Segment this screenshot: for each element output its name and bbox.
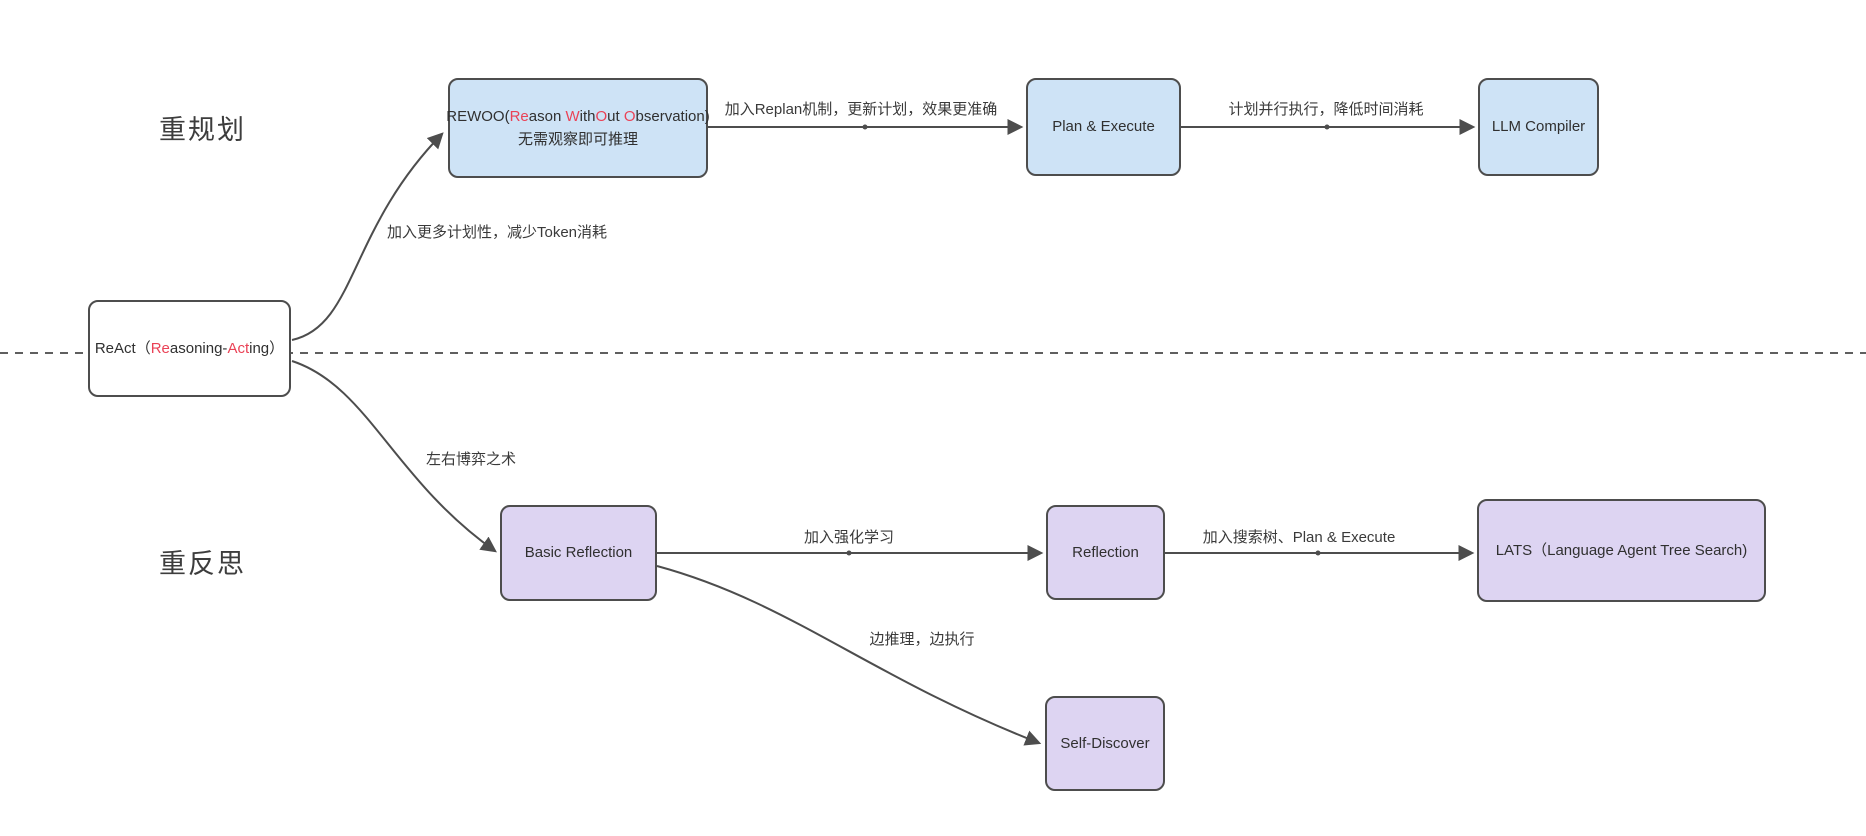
section-label-replanning: 重规划 [159, 115, 246, 145]
node-lats[interactable]: LATS（Language Agent Tree Search) [1477, 499, 1766, 602]
node-llm-compiler-label: LLM Compiler [1491, 118, 1586, 136]
node-basic-reflection[interactable]: Basic Reflection [500, 505, 657, 601]
edge-midpoint-dot [1324, 124, 1330, 130]
edge-label-basic-to-self-discover: 边推理，边执行 [869, 631, 975, 648]
node-plan-execute[interactable]: Plan & Execute [1026, 78, 1181, 176]
node-reflection[interactable]: Reflection [1046, 505, 1165, 600]
edge-midpoint-dot [1315, 550, 1321, 556]
node-rewoo[interactable]: REWOO(Reason WithOut Observation) 无需观察即可… [446, 78, 710, 178]
edge-react-to-rewoo [291, 132, 444, 341]
node-llm-compiler[interactable]: LLM Compiler [1478, 78, 1599, 176]
node-plan-execute-label: Plan & Execute [1052, 118, 1155, 136]
node-rewoo-line1: REWOO(Reason WithOut Observation) [446, 107, 710, 125]
node-self-discover[interactable]: Self-Discover [1045, 696, 1165, 791]
node-react-label: ReAct（Reasoning-Acting） [94, 339, 285, 357]
section-label-rereflection: 重反思 [159, 549, 246, 579]
node-basic-reflection-label: Basic Reflection [524, 544, 633, 562]
edge-label-plan-to-compiler: 计划并行执行，降低时间消耗 [1228, 101, 1424, 118]
edge-label-reflection-to-lats: 加入搜索树、Plan & Execute [1202, 529, 1396, 546]
edge-label-basic-to-reflection: 加入强化学习 [803, 529, 895, 546]
node-self-discover-label: Self-Discover [1060, 734, 1150, 752]
node-react[interactable]: ReAct（Reasoning-Acting） [88, 300, 291, 397]
edge-midpoint-dot [846, 550, 852, 556]
edge-label-react-to-rewoo: 加入更多计划性，减少Token消耗 [386, 224, 608, 241]
node-lats-label: LATS（Language Agent Tree Search) [1495, 541, 1748, 559]
node-reflection-label: Reflection [1072, 543, 1139, 561]
node-rewoo-line2: 无需观察即可推理 [517, 131, 638, 148]
edge-basic-to-self-discover [656, 565, 1042, 746]
edge-midpoint-dot [862, 124, 868, 130]
edge-label-rewoo-to-plan: 加入Replan机制，更新计划，效果更准确 [724, 101, 998, 118]
edge-label-react-to-basic-reflection: 左右博弈之术 [425, 451, 517, 468]
edge-react-to-basic-reflection [291, 360, 497, 553]
